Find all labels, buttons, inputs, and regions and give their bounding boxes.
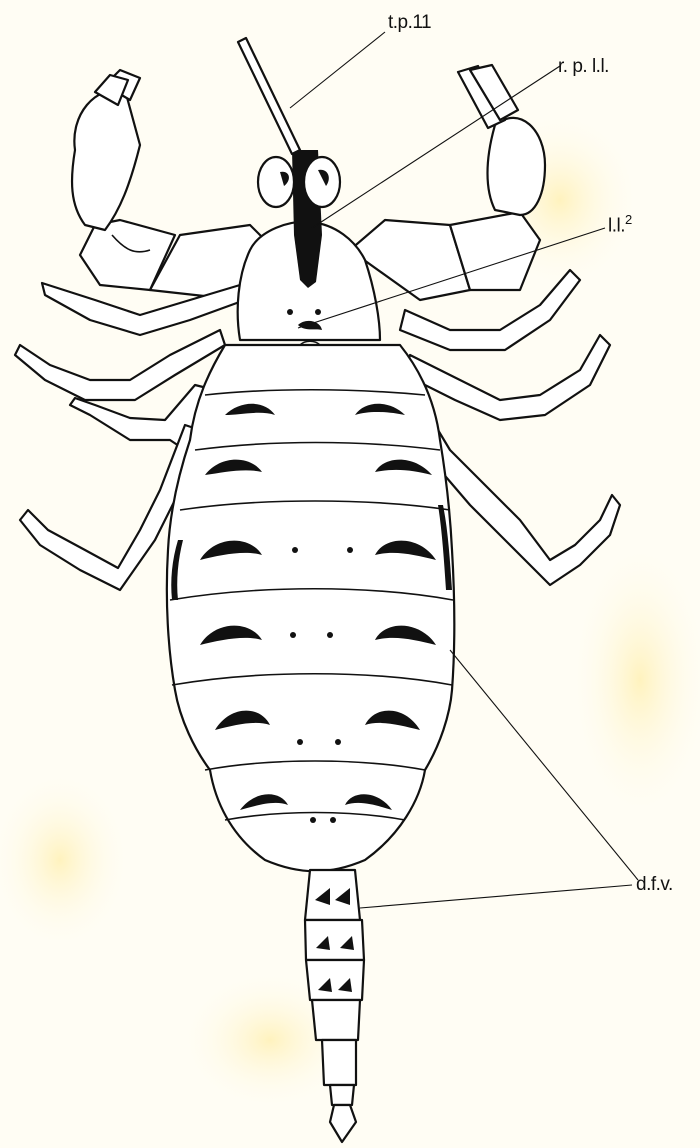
- label-d-f-v: d.f.v.: [636, 874, 673, 896]
- right-pedipalp: [350, 65, 545, 300]
- metasoma: [305, 870, 364, 1142]
- label-r-p: r. p. l.l.: [558, 56, 609, 78]
- frontal-spine: [238, 38, 300, 154]
- abdomen: [167, 345, 454, 871]
- label-l-l-sup: 2: [625, 212, 632, 227]
- label-l-l: l.l.2: [608, 212, 632, 237]
- label-l-l-text: l.l.: [608, 215, 625, 236]
- label-t-p: t.p.11: [388, 12, 431, 34]
